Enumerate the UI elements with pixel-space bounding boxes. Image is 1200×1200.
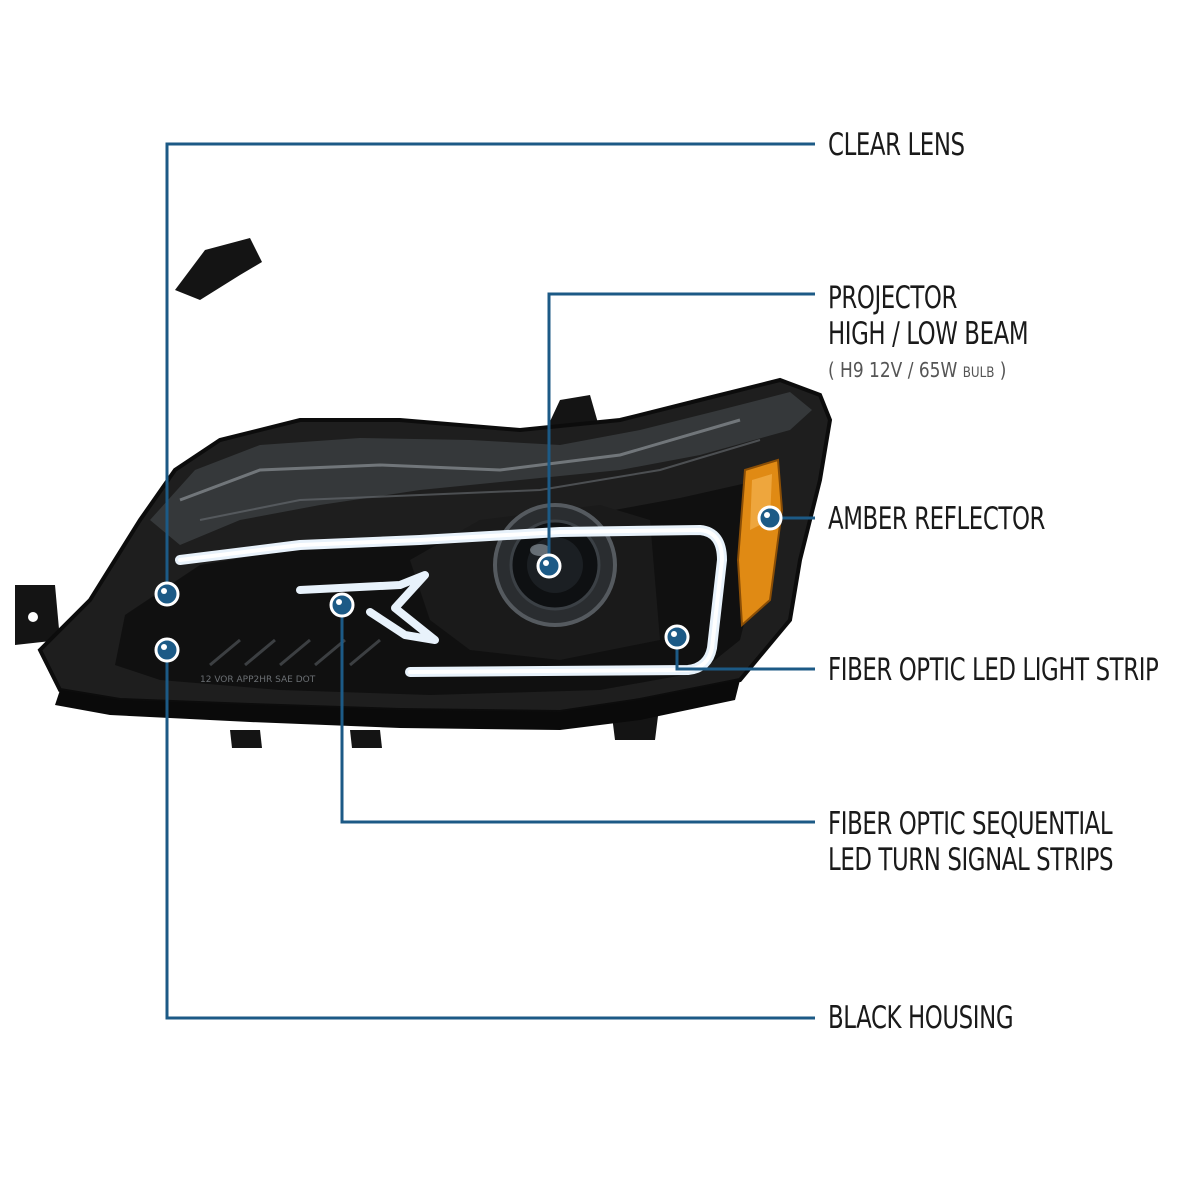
label-projector-line1: PROJECTOR (828, 280, 957, 316)
label-projector-line2: HIGH / LOW BEAM (828, 316, 1029, 352)
leader-projector (547, 292, 815, 566)
leader-clear-lens (165, 142, 815, 594)
turn-signal-strip (296, 571, 439, 644)
leader-lines (165, 142, 815, 1020)
label-turn-signal-line2: LED TURN SIGNAL STRIPS (828, 842, 1114, 878)
label-black-housing: BLACK HOUSING (828, 1000, 1014, 1036)
lens-marking: 12 VOR APP2HR SAE DOT (200, 675, 316, 685)
label-turn-signal-line1: FIBER OPTIC SEQUENTIAL (828, 806, 1113, 842)
marker-amber-reflector (757, 505, 783, 531)
leader-turn-signal (340, 605, 815, 824)
label-amber-reflector: AMBER REFLECTOR (828, 501, 1046, 537)
callout-markers (154, 505, 783, 663)
marker-led-strip (664, 624, 690, 650)
marker-projector (536, 553, 562, 579)
marker-black-housing (154, 637, 180, 663)
marker-turn-signal (329, 592, 355, 618)
label-projector-bulb: ( H9 12V / 65W BULB ) (828, 358, 1007, 382)
marker-clear-lens (154, 581, 180, 607)
amber-reflector-shape (736, 458, 784, 628)
label-clear-lens: CLEAR LENS (828, 127, 965, 163)
turn-signal-segments (209, 638, 381, 667)
leader-black-housing (165, 650, 815, 1020)
label-led-strip: FIBER OPTIC LED LIGHT STRIP (828, 652, 1159, 688)
